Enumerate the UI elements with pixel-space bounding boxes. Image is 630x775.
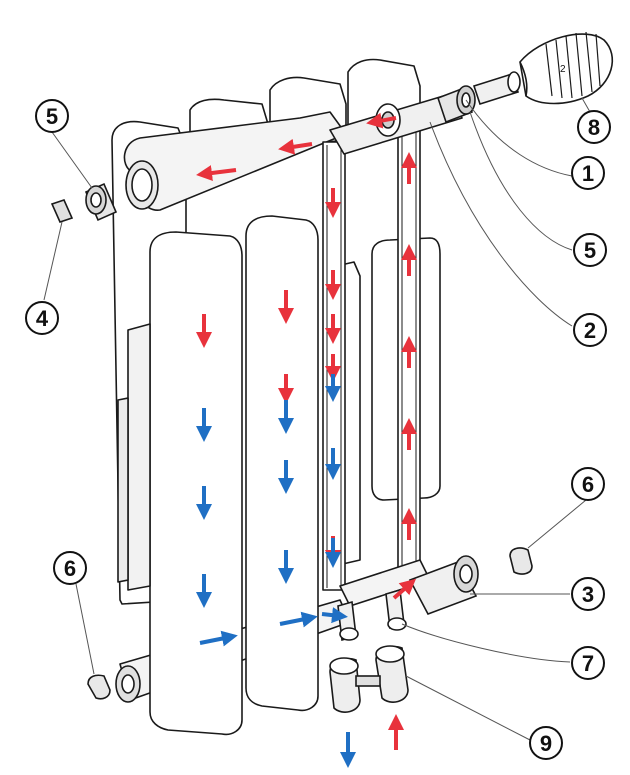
callout-label: 4	[36, 306, 49, 331]
thermostat-scale-mark: 2	[560, 64, 566, 75]
callout-label: 2	[584, 318, 596, 343]
bottom-left-plug-assembly	[87, 665, 141, 703]
radiator-body	[111, 58, 463, 736]
plug-6-right	[509, 547, 533, 575]
callout-label: 1	[582, 161, 594, 186]
cold-arrow	[279, 611, 318, 628]
flow-arrows	[196, 112, 417, 768]
callout-6-right: 6	[571, 467, 605, 501]
cold-arrow	[321, 607, 348, 624]
air-vent-4	[50, 199, 74, 223]
section-fin-2	[245, 215, 319, 712]
hot-arrow	[392, 578, 417, 600]
hot-arrow	[196, 165, 237, 181]
bottom-valve-9	[329, 645, 409, 713]
thermostat-assembly: 2	[436, 31, 614, 124]
callout-2: 2	[573, 313, 607, 347]
plug-6-left	[87, 674, 111, 700]
callout-label: 9	[540, 731, 552, 756]
section-fin-1	[149, 231, 243, 736]
callout-label: 5	[46, 104, 58, 129]
thermostatic-head	[519, 33, 614, 105]
callout-label: 6	[582, 472, 594, 497]
callout-4: 4	[25, 301, 59, 335]
callout-5-right: 5	[573, 233, 607, 267]
left-plug-assembly	[50, 182, 118, 223]
callout-6-left: 6	[53, 551, 87, 585]
callout-label: 8	[588, 115, 600, 140]
leader-lines	[43, 97, 591, 741]
callout-9: 9	[529, 726, 563, 760]
callout-7: 7	[571, 646, 605, 680]
callout-label: 7	[582, 651, 594, 676]
callout-label: 3	[582, 582, 594, 607]
callout-8: 8	[577, 110, 611, 144]
valve-body	[472, 73, 520, 105]
callout-label: 5	[584, 238, 596, 263]
callout-label: 6	[64, 556, 76, 581]
callout-5-left: 5	[35, 99, 69, 133]
hot-arrow	[366, 112, 397, 129]
hot-arrow	[278, 138, 313, 155]
cold-arrow	[199, 630, 238, 647]
callout-1: 1	[571, 156, 605, 190]
callout-3: 3	[571, 577, 605, 611]
